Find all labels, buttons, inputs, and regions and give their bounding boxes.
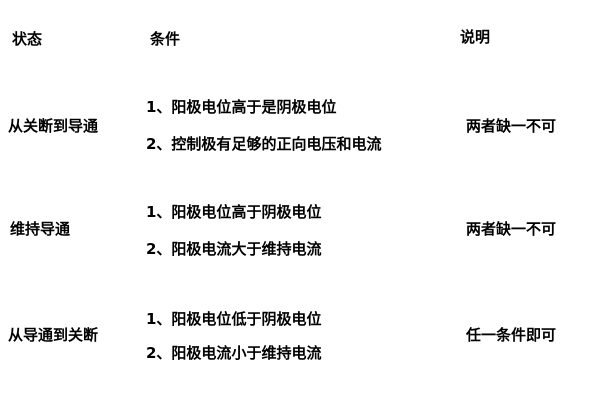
row-3-condition-2: 2、阳极电流小于维持电流 [146, 344, 322, 362]
header-note: 说明 [460, 28, 491, 46]
row-1-condition-2: 2、控制极有足够的正向电压和电流 [146, 135, 382, 153]
row-3-condition-1: 1、阳极电位低于阴极电位 [146, 310, 322, 328]
row-3-note: 任一条件即可 [466, 326, 557, 344]
row-2-note: 两者缺一不可 [466, 220, 557, 238]
row-1-state: 从关断到导通 [8, 117, 99, 135]
row-2-condition-1: 1、阳极电位高于阴极电位 [146, 203, 322, 221]
row-3-state: 从导通到关断 [8, 326, 99, 344]
row-2-condition-2: 2、阳极电流大于维持电流 [146, 240, 322, 258]
row-1-condition-1: 1、阳极电位高于是阴极电位 [146, 98, 337, 116]
header-condition: 条件 [150, 30, 181, 48]
row-2-state: 维持导通 [10, 220, 71, 238]
row-1-note: 两者缺一不可 [466, 117, 557, 135]
header-state: 状态 [12, 30, 43, 48]
